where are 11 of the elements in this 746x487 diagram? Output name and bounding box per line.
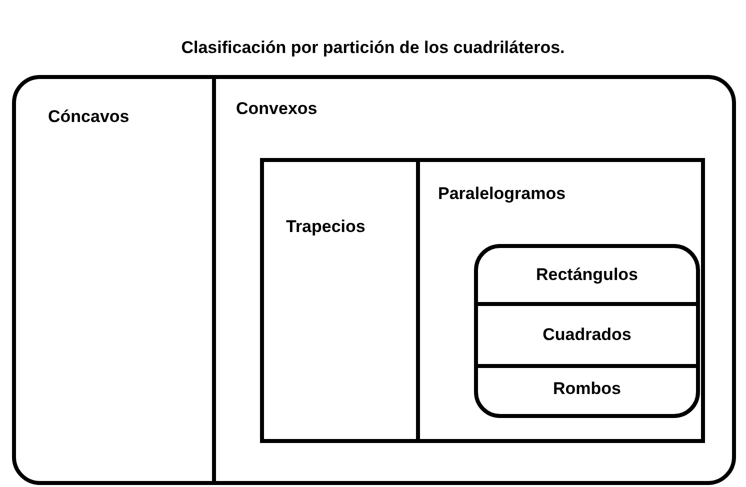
region-label: Cuadrados — [542, 325, 632, 345]
outer-box — [12, 75, 736, 485]
region-label: Rectángulos — [534, 265, 640, 285]
rounded-box — [474, 244, 700, 418]
title: Clasificación por partición de los cuadriláteros. — [180, 38, 566, 58]
region-label: Rombos — [552, 379, 622, 399]
region-label: Trapecios — [286, 217, 366, 237]
region-label: Cóncavos — [48, 107, 130, 127]
region-label: Convexos — [236, 99, 318, 119]
inner-box — [260, 158, 705, 443]
region-label: Paralelogramos — [438, 184, 566, 204]
